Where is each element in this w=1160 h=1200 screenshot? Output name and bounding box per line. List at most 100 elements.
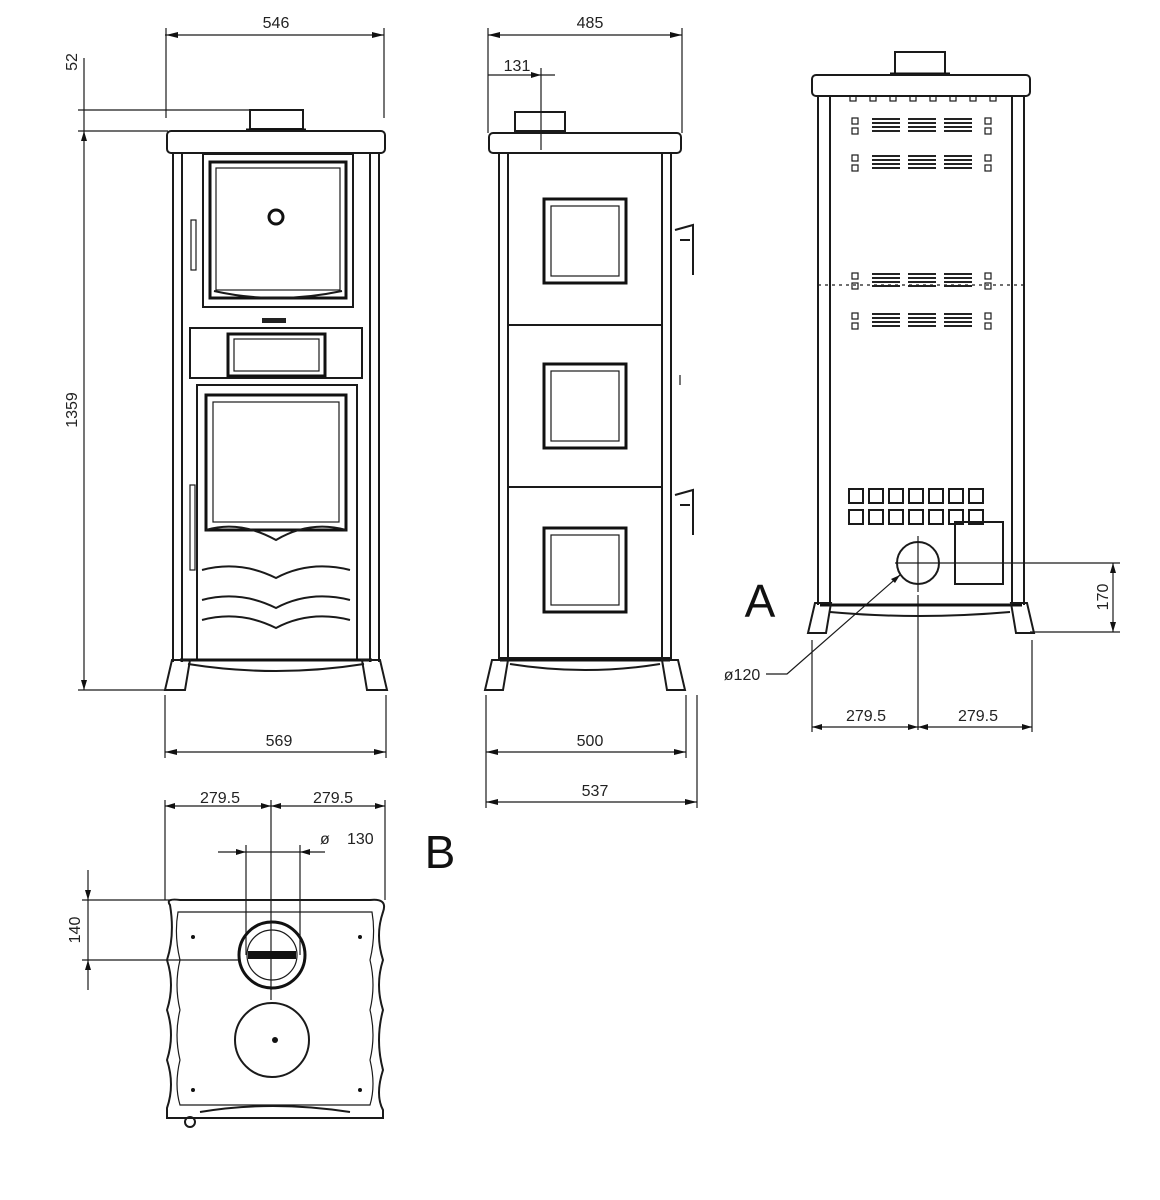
dim-flue-offset-top: 140 [67, 917, 84, 944]
top-view-label: B [425, 826, 456, 878]
air-grid-square [908, 509, 924, 525]
air-grid-square [888, 509, 904, 525]
vent-square [851, 127, 859, 135]
vent-slot [872, 321, 900, 323]
air-grid-square [968, 488, 984, 504]
vent-square [984, 154, 992, 162]
vent-slot [944, 126, 972, 128]
vent-slot [908, 281, 936, 283]
vent-slot [944, 277, 972, 279]
vent-slot [872, 277, 900, 279]
rear-view: A 170 ø120 279.5 279.5 [724, 51, 1120, 732]
vent-square [851, 154, 859, 162]
vent-slot [944, 285, 972, 287]
vent-slot [944, 122, 972, 124]
vent-slot [944, 281, 972, 283]
dim-diameter-symbol: ø [320, 831, 330, 848]
dim-total-height: 1359 [64, 392, 81, 428]
vent-slot [944, 118, 972, 120]
vent-square [984, 117, 992, 125]
dim-flue-offset: 131 [504, 58, 531, 75]
vent-slot [908, 155, 936, 157]
vent-slot [908, 285, 936, 287]
air-grid-square [868, 488, 884, 504]
vent-slot [944, 313, 972, 315]
vent-slot [908, 325, 936, 327]
dim-width-base: 569 [266, 733, 293, 750]
top-slot [989, 95, 997, 102]
vent-slot [944, 155, 972, 157]
vent-slot [944, 317, 972, 319]
vent-slot [872, 313, 900, 315]
air-grid-square [908, 488, 924, 504]
top-slot [889, 95, 897, 102]
dim-top-half-right: 279.5 [313, 790, 353, 807]
air-grid-square [928, 509, 944, 525]
vent-slot [872, 118, 900, 120]
top-slot [949, 95, 957, 102]
vent-square [984, 282, 992, 290]
vent-slot [908, 321, 936, 323]
vent-slot [872, 273, 900, 275]
vent-square [851, 164, 859, 172]
air-grid-square [848, 488, 864, 504]
air-grid-square [928, 488, 944, 504]
dim-width-top: 546 [263, 15, 290, 32]
rear-view-label: A [745, 575, 776, 627]
vent-square [984, 312, 992, 320]
vent-slot [944, 130, 972, 132]
vent-slot [872, 155, 900, 157]
vent-grid [848, 95, 997, 525]
vent-slot [872, 317, 900, 319]
air-grid-square [968, 509, 984, 525]
vent-slot [908, 317, 936, 319]
dim-depth-base: 500 [577, 733, 604, 750]
vent-slot [908, 313, 936, 315]
dim-top-half-left: 279.5 [200, 790, 240, 807]
dim-depth-top: 485 [577, 15, 604, 32]
dim-outlet-height: 170 [1095, 584, 1112, 611]
vent-slot [908, 163, 936, 165]
dim-depth-total: 537 [582, 783, 609, 800]
vent-slot [944, 325, 972, 327]
vent-square [851, 282, 859, 290]
vent-square [851, 117, 859, 125]
vent-slot [944, 159, 972, 161]
vent-square [984, 272, 992, 280]
top-slot [929, 95, 937, 102]
air-grid-square [888, 488, 904, 504]
vent-slot [908, 167, 936, 169]
vent-square [851, 322, 859, 330]
top-view: B 279.5 279.5 ø 130 140 [67, 790, 456, 1128]
dim-flue-height: 52 [64, 53, 81, 71]
vent-slot [944, 273, 972, 275]
vent-slot [944, 167, 972, 169]
air-grid-square [948, 488, 964, 504]
vent-slot [872, 159, 900, 161]
air-grid-square [868, 509, 884, 525]
top-slot [869, 95, 877, 102]
top-slot [969, 95, 977, 102]
vent-slot [908, 126, 936, 128]
side-view: 485 131 500 537 [483, 15, 698, 808]
air-grid-square [848, 509, 864, 525]
vent-slot [872, 126, 900, 128]
vent-square [984, 127, 992, 135]
vent-slot [944, 321, 972, 323]
vent-slot [908, 277, 936, 279]
top-slot [849, 95, 857, 102]
vent-slot [908, 273, 936, 275]
dim-rear-half-left: 279.5 [846, 708, 886, 725]
front-view: 546 52 1359 [64, 15, 389, 758]
vent-square [984, 164, 992, 172]
vent-slot [908, 130, 936, 132]
vent-square [984, 322, 992, 330]
top-slot [909, 95, 917, 102]
vent-square [851, 272, 859, 280]
vent-slot [872, 325, 900, 327]
vent-slot [872, 167, 900, 169]
vent-square [851, 312, 859, 320]
vent-slot [872, 122, 900, 124]
vent-slot [872, 163, 900, 165]
dim-outlet-diameter: ø120 [724, 667, 761, 684]
